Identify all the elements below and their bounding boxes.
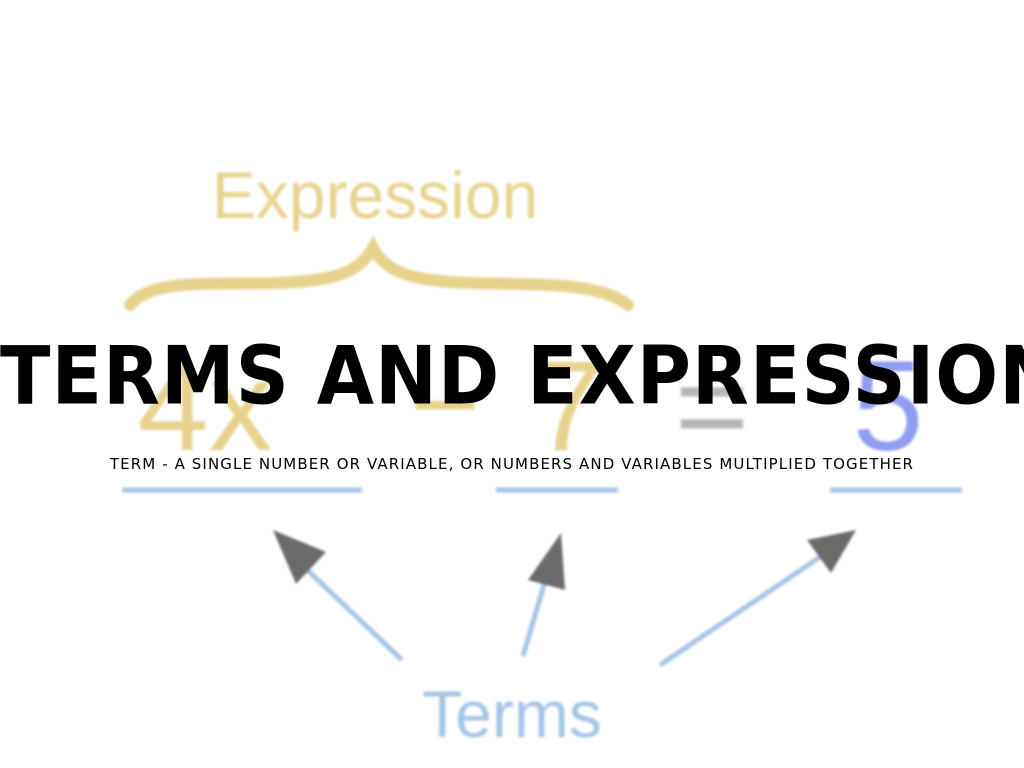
curly-brace bbox=[124, 235, 634, 311]
term-5: 5 bbox=[852, 335, 923, 478]
slide-title: TERMS AND EXPRESSIONS bbox=[0, 330, 1024, 423]
arrow-shaft-3 bbox=[658, 550, 828, 668]
terms-label: Terms bbox=[422, 677, 602, 751]
minus-sign: − bbox=[410, 337, 480, 471]
slide-subtitle: TERM - A SINGLE NUMBER OR VARIABLE, OR N… bbox=[109, 455, 915, 473]
arrow-head-2 bbox=[528, 533, 565, 590]
term-4x: 4x bbox=[137, 335, 272, 478]
arrow-shaft-1 bbox=[298, 561, 404, 662]
equals-sign: = bbox=[675, 335, 750, 478]
term-7: 7 bbox=[532, 335, 603, 478]
arrow-head-3 bbox=[807, 530, 856, 573]
expression-label: Expression bbox=[212, 158, 539, 232]
arrow-head-1 bbox=[273, 530, 326, 584]
